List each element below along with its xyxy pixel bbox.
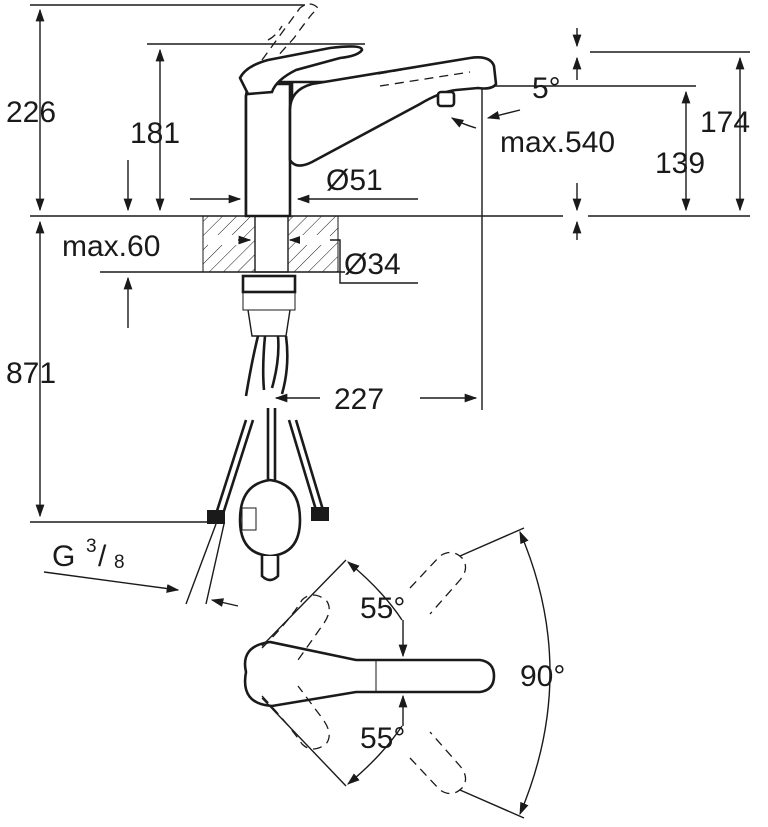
tap-lever	[238, 45, 364, 96]
label-55-down: 55°	[360, 722, 405, 755]
spout-texture	[377, 57, 471, 87]
label-227: 227	[334, 383, 384, 416]
angle-line-90-up	[459, 527, 525, 557]
arc-55-down	[347, 725, 403, 785]
label-174: 174	[700, 106, 750, 139]
hose-4	[280, 335, 289, 395]
mounting-thread	[242, 291, 296, 311]
label-139: 139	[655, 147, 705, 180]
g38-arrow	[43, 571, 180, 593]
label-g: G	[52, 540, 75, 573]
label-226: 226	[6, 96, 56, 129]
lever-ghost-detail	[267, 25, 283, 41]
hose-connector-right	[311, 507, 329, 521]
hose-2	[261, 335, 267, 391]
hose-weight-tip	[260, 556, 280, 582]
tap-spout	[288, 56, 498, 167]
label-d51: Ø51	[326, 164, 383, 197]
hose-weight-clip	[241, 507, 257, 531]
tap-shank	[254, 215, 289, 273]
arc-90	[519, 530, 551, 816]
label-max60: max.60	[62, 230, 160, 263]
hose-3	[270, 335, 280, 389]
label-5deg: 5°	[532, 72, 561, 105]
angle-line-90-down	[459, 789, 525, 819]
supply-hose-right-edge	[294, 419, 325, 511]
g38-right-line	[205, 523, 225, 605]
label-181: 181	[130, 117, 180, 150]
label-g-den: 8	[114, 552, 125, 573]
label-max540: max.540	[500, 126, 615, 159]
label-g-num: 3	[86, 536, 97, 557]
label-d34: Ø34	[344, 248, 401, 281]
mounting-bracket	[247, 309, 291, 337]
max540-arrow	[486, 109, 521, 120]
spray-nozzle	[436, 90, 456, 108]
label-55-up: 55°	[360, 592, 405, 625]
tap-column	[244, 82, 292, 218]
pullout-arc	[450, 117, 477, 129]
angle-line-up	[261, 559, 347, 647]
supply-hose-left-edge	[221, 419, 255, 515]
mounting-nut	[241, 274, 297, 294]
hose-1	[244, 335, 260, 397]
arc-55-up	[347, 561, 403, 621]
angle-line-down	[261, 697, 347, 787]
lever-top-view	[243, 640, 496, 708]
hose-connector-left	[207, 510, 225, 524]
g38-left-line	[185, 523, 217, 605]
label-90: 90°	[520, 660, 565, 693]
hose-weight	[238, 478, 302, 558]
label-g-slash: /	[98, 540, 107, 573]
ghost-lever-down-right	[409, 731, 467, 795]
supply-hose-left	[214, 419, 248, 515]
ghost-lever-up-right	[409, 551, 467, 615]
g38-arrow-right	[210, 598, 239, 607]
label-871: 871	[6, 357, 56, 390]
supply-hose-right	[287, 419, 318, 511]
